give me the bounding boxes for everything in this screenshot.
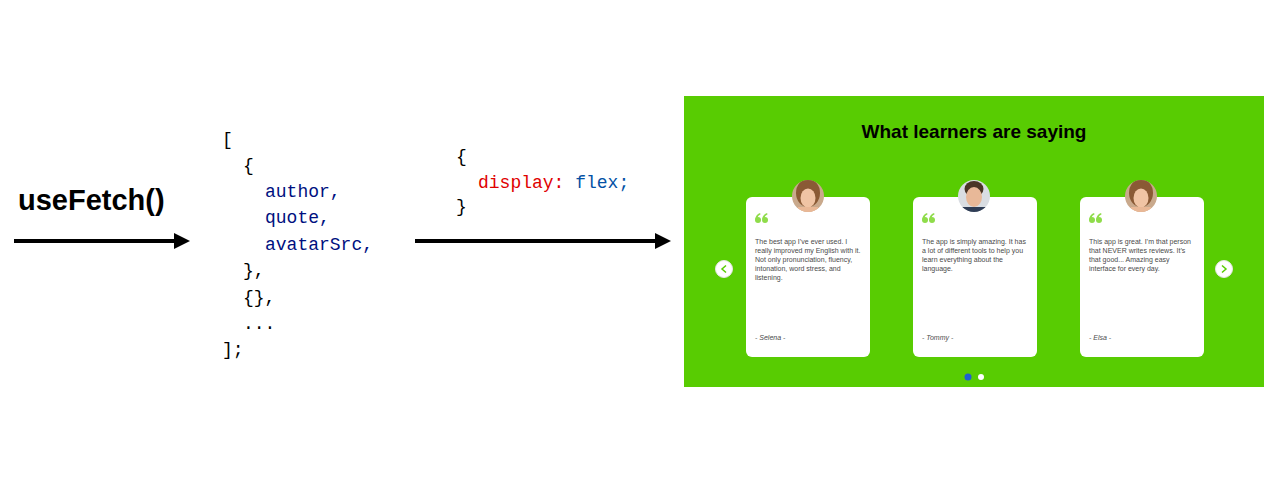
- code-text: {: [456, 148, 467, 166]
- code-text: ...: [243, 315, 275, 333]
- code-text: quote,: [265, 209, 330, 227]
- author-name: - Elsa -: [1089, 333, 1111, 342]
- flow-arrow: [415, 233, 671, 249]
- code-text: {: [243, 157, 254, 175]
- code-text: },: [243, 262, 265, 280]
- quote-mark: [1089, 213, 1102, 223]
- pager-dot: [978, 374, 984, 380]
- testimonial-card: The app is simply amazing. It has a lot …: [913, 197, 1037, 357]
- code-text: author,: [265, 183, 341, 201]
- pager-dot: [965, 374, 972, 381]
- quote-mark: [922, 213, 935, 223]
- code-text: ];: [222, 341, 244, 359]
- code-text: {},: [243, 289, 275, 307]
- code-text: }: [456, 198, 467, 216]
- nav-button: [1216, 261, 1233, 278]
- quote-text: This app is great. I’m that person that …: [1089, 237, 1197, 273]
- author-name: - Tommy -: [922, 333, 953, 342]
- code-text: flex;: [575, 174, 629, 192]
- testimonial-card: The best app I’ve ever used. I really im…: [746, 197, 870, 357]
- avatar-image: [956, 178, 992, 217]
- quote-text: The app is simply amazing. It has a lot …: [922, 237, 1030, 273]
- flow-arrow: [14, 233, 190, 249]
- avatar-image: [790, 178, 826, 217]
- code-text: avatarSrc,: [265, 236, 373, 254]
- testimonial-card: This app is great. I’m that person that …: [1080, 197, 1204, 357]
- code-text: [: [222, 131, 233, 149]
- author-name: - Selena -: [755, 333, 785, 342]
- code-text: display:: [478, 174, 564, 192]
- testimonial-panel: What learners are sayingThe best app I’v…: [684, 96, 1264, 387]
- quote-text: The best app I’ve ever used. I really im…: [755, 237, 863, 282]
- panel-heading: What learners are saying: [684, 96, 1264, 144]
- quote-mark: [755, 213, 768, 223]
- hook-name: useFetch(): [18, 186, 165, 215]
- avatar-image: [1123, 178, 1159, 217]
- nav-button: [716, 261, 733, 278]
